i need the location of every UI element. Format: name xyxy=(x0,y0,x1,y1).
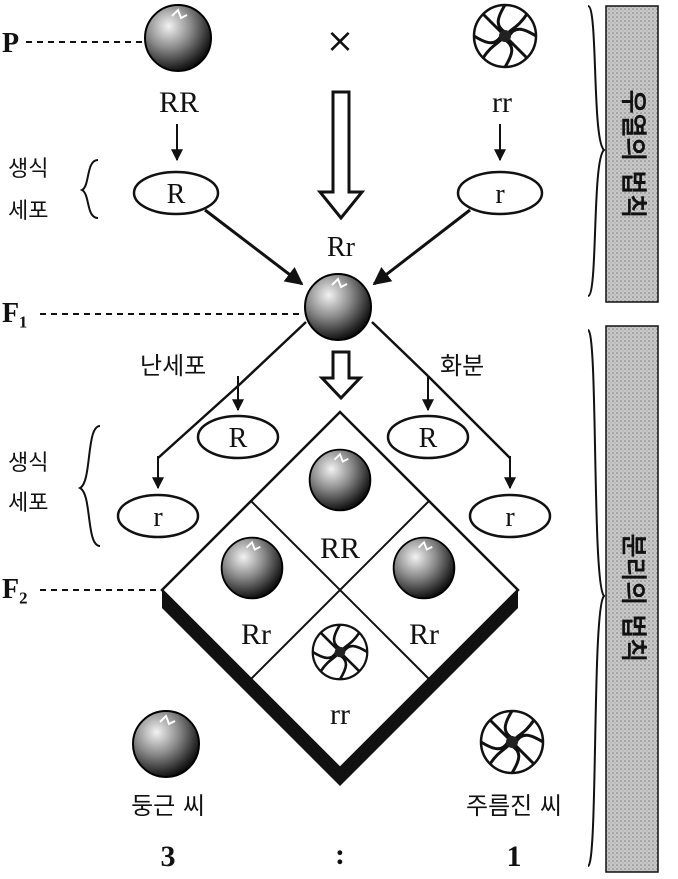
cell-right-genotype: Rr xyxy=(409,618,439,651)
cell-bottom-wrinkled-seed-icon xyxy=(311,623,369,681)
ratio-wrinkled: 1 xyxy=(507,840,522,873)
generation-label-f2: F₂ xyxy=(2,574,28,605)
pollen-gamete-top: R xyxy=(419,423,438,454)
parent-wrinkled-seed-icon xyxy=(472,3,538,69)
cell-top-round-seed-icon xyxy=(308,448,372,512)
phenotype-wrinkled-seed-icon xyxy=(479,709,545,775)
ratio-round: 3 xyxy=(161,840,176,873)
cell-top-genotype: RR xyxy=(320,532,360,565)
egg-gamete-top: R xyxy=(229,423,248,454)
segregation-bar xyxy=(605,325,659,873)
phenotype-wrinkled-label: 주름진 씨 xyxy=(466,792,562,820)
cell-right-round-seed-icon xyxy=(392,536,456,600)
dominance-bar xyxy=(605,5,659,303)
dominance-bar-label: 우열의 법칙 xyxy=(618,90,648,219)
pollen-gamete-top-ellipse xyxy=(386,414,470,460)
segregation-bar-label: 분리의 법칙 xyxy=(618,534,648,663)
arrow-gamete-right-to-f1 xyxy=(372,208,471,286)
gamete-label-top-line1: 생식 xyxy=(8,157,48,182)
egg-gamete-top-ellipse xyxy=(196,414,280,460)
line-f1-to-egg-gametes xyxy=(237,321,307,387)
parent-round-seed-icon xyxy=(144,4,212,72)
parent-gamete-right-ellipse xyxy=(456,170,544,216)
ratio-separator: : xyxy=(335,838,345,871)
cell-left-genotype: Rr xyxy=(241,618,271,651)
phenotype-round-label: 둥근 씨 xyxy=(131,792,205,820)
parent-gamete-right: r xyxy=(495,179,505,210)
gamete-label-bottom-line2: 세포 xyxy=(8,491,48,516)
pollen-gamete-bottom: r xyxy=(505,502,515,533)
generation-label-p: P xyxy=(2,28,19,59)
egg-gamete-bottom: r xyxy=(153,502,163,533)
pollen-gamete-bottom-ellipse xyxy=(468,493,552,539)
parent-right-genotype: rr xyxy=(492,86,512,119)
parent-gamete-left-ellipse xyxy=(132,170,220,216)
phenotype-round-seed-icon xyxy=(132,710,200,778)
arrow-to-pollen-r-bottom xyxy=(427,375,511,459)
gamete-label-bottom-line1: 생식 xyxy=(8,451,48,476)
cross-symbol: × xyxy=(326,21,355,61)
arrow-to-egg-r-bottom xyxy=(157,385,239,459)
segregation-brace xyxy=(587,329,606,867)
f1-round-seed-icon xyxy=(304,273,372,341)
punnett-divider-b xyxy=(250,500,430,680)
cell-bottom-genotype: rr xyxy=(330,698,350,731)
parent-left-genotype: RR xyxy=(159,86,199,119)
gamete-label-top-line2: 세포 xyxy=(8,199,48,224)
cell-left-round-seed-icon xyxy=(220,536,284,600)
gamete-brace-top xyxy=(79,159,99,219)
egg-gamete-bottom-ellipse xyxy=(116,493,200,539)
egg-source-label: 난세포 xyxy=(140,352,206,380)
hollow-arrow-p-to-f1 xyxy=(316,90,366,221)
arrow-gamete-left-to-f1 xyxy=(204,208,304,286)
pollen-source-label: 화분 xyxy=(440,352,484,380)
line-f1-to-pollen-gametes xyxy=(371,321,429,377)
hollow-arrow-f1-to-f2 xyxy=(318,350,364,401)
dominance-brace xyxy=(587,5,606,297)
gamete-brace-bottom xyxy=(77,425,101,547)
parent-gamete-left: R xyxy=(167,179,186,210)
generation-label-f1: F₁ xyxy=(2,298,28,329)
f1-genotype: Rr xyxy=(327,232,356,263)
